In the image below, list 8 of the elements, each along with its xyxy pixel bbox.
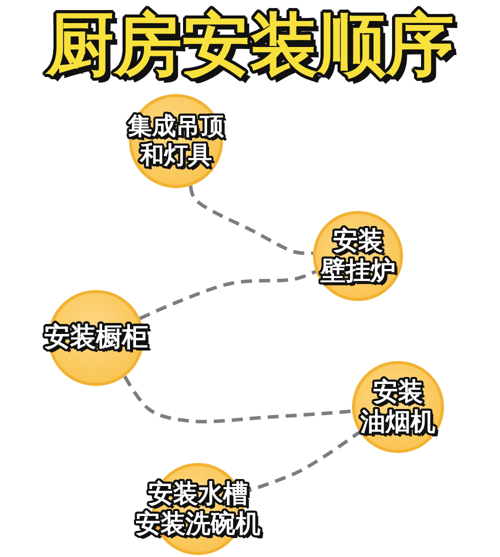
dashed-connector: [188, 185, 314, 256]
dashed-connector: [123, 376, 352, 424]
step-label: 安装壁挂炉: [320, 226, 396, 286]
step-circle: [352, 361, 444, 453]
step-circle: [313, 211, 403, 301]
dashed-connector: [139, 270, 316, 320]
step-label: 安装油烟机: [360, 377, 436, 437]
title: 厨房安装顺序: [46, 5, 454, 87]
